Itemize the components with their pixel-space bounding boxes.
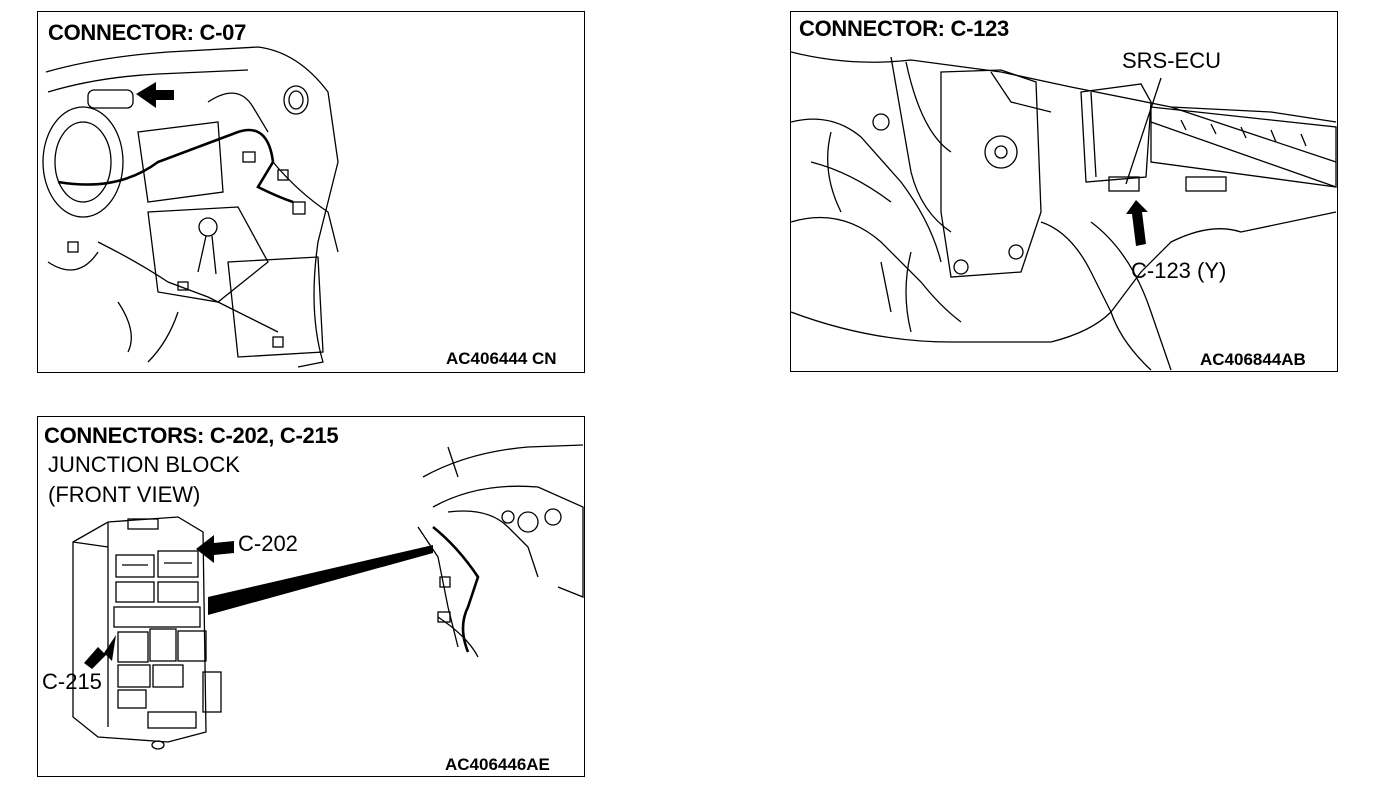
connector-label-c202: C-202 xyxy=(238,531,298,556)
panel-connectors-c202-c215: CONNECTORS: C-202, C-215 JUNCTION BLOCK … xyxy=(37,416,585,777)
figure-code: AC406444 CN xyxy=(446,349,557,368)
figure-code: AC406446AE xyxy=(445,755,550,774)
connector-label: C-123 (Y) xyxy=(1131,258,1227,283)
front-view-label: (FRONT VIEW) xyxy=(48,482,201,507)
srs-ecu-location-drawing xyxy=(791,51,1337,371)
junction-block-drawing xyxy=(72,444,584,750)
panel-title: CONNECTORS: C-202, C-215 xyxy=(44,423,339,448)
panel-connector-c123: CONNECTOR: C-123 SRS-ECU C-123 (Y) AC406… xyxy=(790,11,1338,372)
junction-block-label: JUNCTION BLOCK xyxy=(48,452,240,477)
dashboard-harness-drawing xyxy=(42,46,339,368)
panel-connector-c07: CONNECTOR: C-07 AC406444 CN xyxy=(37,11,585,373)
panel-title: CONNECTOR: C-123 xyxy=(799,16,1009,41)
panel-title: CONNECTOR: C-07 xyxy=(48,20,247,45)
figure-code: AC406844AB xyxy=(1200,350,1306,369)
srs-ecu-label: SRS-ECU xyxy=(1122,48,1222,73)
connector-label-c215: C-215 xyxy=(42,669,102,694)
